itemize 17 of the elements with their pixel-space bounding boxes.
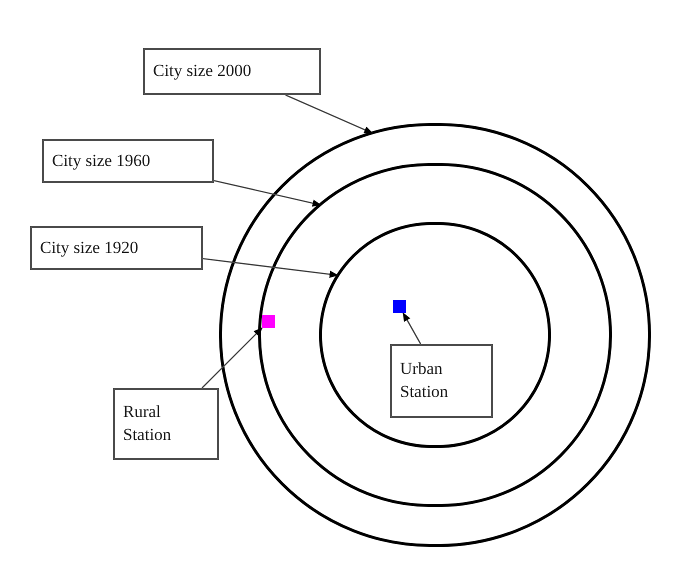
leader-arrow [202,258,339,278]
leader-arrow [402,312,422,344]
label-box [143,48,321,95]
leader-arrow [285,94,374,134]
label-box [42,139,214,183]
label-text: City size 1960 [52,150,152,172]
label-text: Urban Station [400,358,450,403]
label-box [30,226,203,270]
label-text: Rural Station [123,401,172,446]
station-marker [262,315,275,328]
leader-arrow [214,180,322,207]
leader-arrow [202,327,263,388]
label-text: City size 2000 [153,60,252,82]
station-marker [393,300,406,313]
label-text: City size 1920 [40,236,140,259]
label-box [113,388,219,460]
label-box [390,344,493,418]
